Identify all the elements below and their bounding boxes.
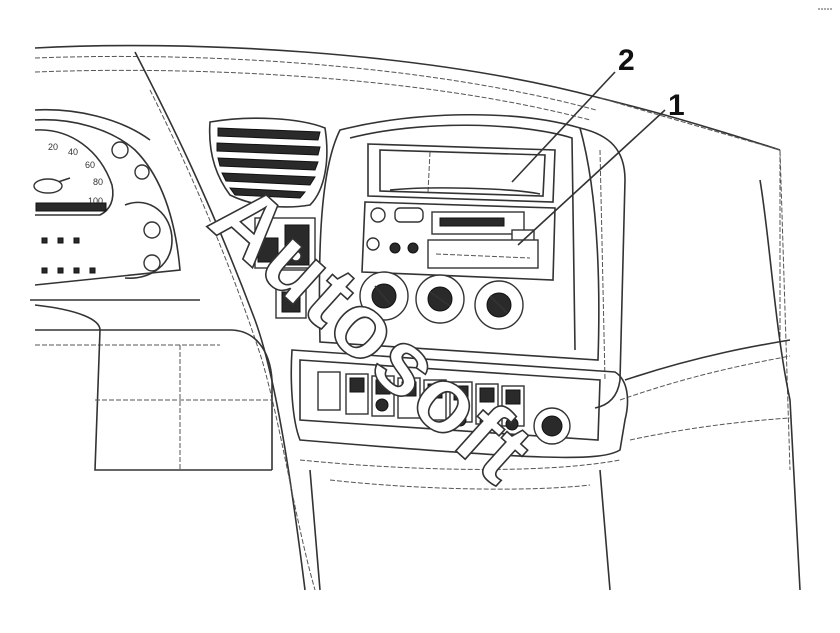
gauge-number: 60 xyxy=(85,160,95,170)
fan-speed-knob xyxy=(415,274,465,324)
callout-label-2: 2 xyxy=(618,44,635,77)
callout-leaders xyxy=(511,71,666,246)
radio-unit xyxy=(361,201,556,281)
vent-louvers xyxy=(216,127,321,199)
gauge-number: 80 xyxy=(93,177,103,187)
dashboard-top-edge xyxy=(34,44,791,471)
console-side-panel xyxy=(579,127,626,409)
rocker-switch-row xyxy=(345,373,525,431)
lower-switch-panel xyxy=(290,349,629,470)
right-dash-contours xyxy=(619,179,801,591)
warning-lights xyxy=(41,237,96,274)
air-vent xyxy=(208,117,328,208)
small-gauges xyxy=(111,141,173,279)
storage-compartment xyxy=(367,143,556,203)
switch-column xyxy=(254,217,316,319)
callout-label-1: 1 xyxy=(668,89,685,122)
air-distribution-knob xyxy=(474,280,524,330)
callout-2-leader xyxy=(511,71,616,183)
gauge-number: 20 xyxy=(48,142,58,152)
instrument-cluster: 20 40 60 80 100 xyxy=(30,108,200,301)
gauge-number: 40 xyxy=(68,147,78,157)
cluster-hood-edge xyxy=(134,51,316,591)
speedometer-gauge: 20 40 60 80 100 xyxy=(33,129,114,216)
cigarette-lighter xyxy=(533,407,571,445)
gauge-number: 100 xyxy=(88,196,103,206)
climate-controls xyxy=(359,271,524,330)
lower-dash-left xyxy=(34,304,273,471)
lower-console xyxy=(309,469,611,591)
temperature-knob xyxy=(359,271,409,321)
center-console xyxy=(318,113,600,361)
callout-1-leader xyxy=(517,109,666,246)
